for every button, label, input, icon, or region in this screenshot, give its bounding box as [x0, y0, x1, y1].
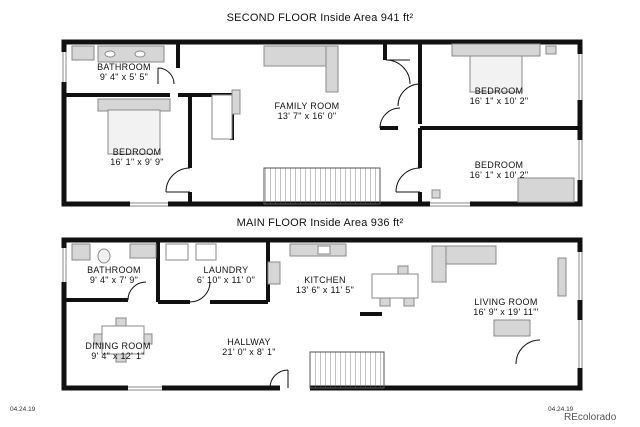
room-name: LAUNDRY	[203, 265, 249, 275]
room-name: BEDROOM	[474, 86, 524, 96]
room-dimensions: 9' 4" x 5' 5"	[99, 72, 149, 82]
room-name: DINING ROOM	[85, 341, 151, 351]
window-openings	[61, 52, 583, 207]
furniture-main	[71, 243, 567, 363]
room-name: KITCHEN	[304, 275, 346, 285]
second-floor-title: SECOND FLOOR Inside Area 941 ft²	[226, 12, 414, 24]
date-stamp-right: 04.24.19	[548, 406, 574, 413]
room-name: HALLWAY	[227, 337, 271, 347]
room-dimensions: 13' 6" x 11' 5"	[295, 285, 355, 295]
room-name: BATHROOM	[97, 62, 151, 72]
room-name: FAMILY ROOM	[274, 101, 340, 111]
room-name: BATHROOM	[87, 265, 141, 275]
door-swings	[157, 59, 421, 193]
door-swings-main	[127, 281, 541, 389]
room-label-second-bathroom: BATHROOM 9' 4" x 5' 5"	[84, 62, 164, 82]
room-dimensions: 6' 10" x 11' 0"	[196, 275, 256, 285]
room-dimensions: 16' 1" x 9' 9"	[110, 157, 164, 167]
room-name: LIVING ROOM	[474, 297, 538, 307]
room-label-laundry: LAUNDRY 6' 10" x 11' 0"	[184, 265, 268, 285]
room-label-bedroom-left: BEDROOM 16' 1" x 9' 9"	[92, 147, 182, 167]
window-openings-main	[61, 248, 583, 391]
room-name: BEDROOM	[112, 147, 162, 157]
room-dimensions: 16' 1" x 10' 2"	[469, 96, 529, 106]
room-dimensions: 9' 4" x 12' 1"	[91, 351, 145, 361]
room-label-family-room: FAMILY ROOM 13' 7" x 16' 0"	[262, 101, 352, 121]
window-lines	[62, 52, 583, 207]
room-label-bedroom-top-right: BEDROOM 16' 1" x 10' 2"	[454, 86, 544, 106]
watermark: REcolorado	[564, 412, 617, 423]
second-floor-plan	[61, 39, 583, 207]
room-dimensions: 16' 9" x 19' 11"'	[473, 307, 539, 317]
room-label-main-bathroom: BATHROOM 9' 4" x 7' 9"	[74, 265, 154, 285]
room-name: BEDROOM	[474, 160, 524, 170]
room-label-living-room: LIVING ROOM 16' 9" x 19' 11"'	[456, 297, 556, 317]
stairs-main	[309, 351, 385, 389]
main-floor-plan	[61, 237, 583, 391]
room-dimensions: 16' 1" x 10' 2"	[469, 170, 529, 180]
date-stamp-left: 04.24.19	[10, 406, 36, 413]
room-label-kitchen: KITCHEN 13' 6" x 11' 5"	[280, 275, 370, 295]
main-floor-title: MAIN FLOOR Inside Area 936 ft²	[236, 217, 404, 229]
window-lines-main	[62, 248, 583, 391]
room-label-dining-room: DINING ROOM 9' 4" x 12' 1"	[76, 341, 160, 361]
furniture	[71, 43, 575, 203]
room-dimensions: 13' 7" x 16' 0"	[277, 111, 337, 121]
room-label-bedroom-bottom-right: BEDROOM 16' 1" x 10' 2"	[454, 160, 544, 180]
room-label-hallway: HALLWAY 21' 0" x 8' 1"	[204, 337, 294, 357]
room-dimensions: 21' 0" x 8' 1"	[222, 347, 276, 357]
stairs	[263, 167, 381, 205]
room-dimensions: 9' 4" x 7' 9"	[89, 275, 139, 285]
